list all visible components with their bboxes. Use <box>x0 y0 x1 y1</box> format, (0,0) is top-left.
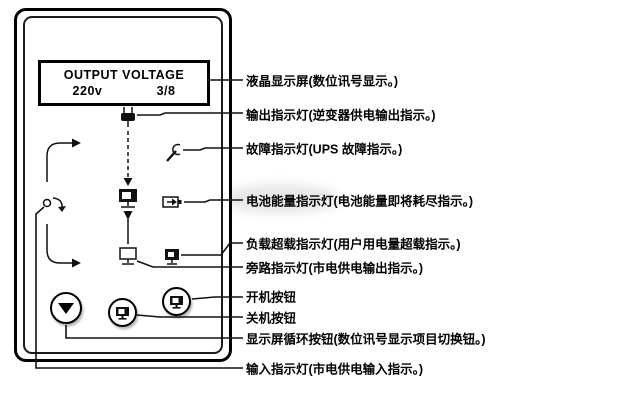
monitor-icon <box>170 295 183 309</box>
label-power-off-button: 关机按钮 <box>246 311 297 326</box>
triangle-down-icon <box>58 302 74 314</box>
label-overload-indicator: 负载超载指示灯(用户用电量超载指示。) <box>246 237 461 252</box>
lcd-line2: 220v 3/8 <box>73 83 176 99</box>
label-lcd-display: 液晶显示屏(数位讯号显示。) <box>246 74 399 89</box>
label-bypass-indicator: 旁路指示灯(市电供电输出指示。) <box>246 261 424 276</box>
power-on-button[interactable] <box>162 287 191 316</box>
display-cycle-button[interactable] <box>50 292 82 324</box>
lcd-voltage: 220v <box>72 84 103 98</box>
monitor-icon <box>116 306 129 320</box>
label-input-indicator: 输入指示灯(市电供电输入指示。) <box>246 362 424 377</box>
label-display-cycle-button: 显示屏循环按钮(数位讯号显示项目切换钮。) <box>246 332 486 347</box>
lcd-ratio: 3/8 <box>156 84 176 98</box>
power-off-button[interactable] <box>108 298 137 327</box>
label-power-on-button: 开机按钮 <box>246 290 297 305</box>
lcd-display: OUTPUT VOLTAGE 220v 3/8 <box>38 60 210 106</box>
label-battery-indicator: 电池能量指示灯(电池能量即将耗尽指示。) <box>246 194 474 209</box>
label-fault-indicator: 故障指示灯(UPS 故障指示。) <box>246 142 403 157</box>
label-output-indicator: 输出指示灯(逆变器供电输出指示。) <box>246 108 436 123</box>
lcd-line1: OUTPUT VOLTAGE <box>63 67 185 82</box>
